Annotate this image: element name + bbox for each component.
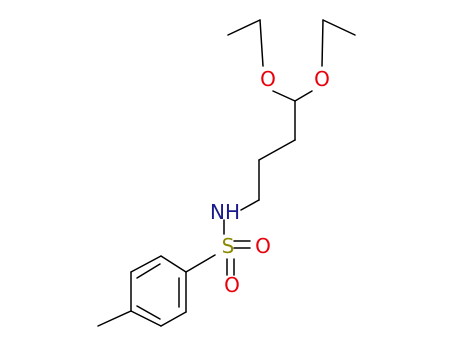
bond: [160, 311, 187, 327]
oxygen-atom-label: O: [314, 67, 330, 91]
sulfur-atom-label: S: [222, 234, 235, 258]
bond: [130, 310, 162, 327]
bond: [227, 19, 261, 36]
bond: [130, 255, 162, 273]
oxygen-atom-label: O: [255, 234, 271, 258]
bond: [160, 255, 187, 273]
bond: [240, 199, 260, 211]
bond: [272, 90, 296, 102]
bond: [136, 305, 161, 320]
oxygen-atom-label: O: [224, 273, 240, 297]
bond: [321, 19, 324, 67]
bond: [259, 19, 264, 67]
amine-nh-label: NH: [210, 200, 240, 224]
bond: [136, 263, 161, 279]
bond: [294, 90, 313, 102]
bond: [97, 310, 132, 327]
bond: [322, 19, 356, 36]
oxygen-atom-label: O: [260, 67, 276, 91]
bond: [258, 139, 296, 161]
bond: [185, 254, 216, 273]
